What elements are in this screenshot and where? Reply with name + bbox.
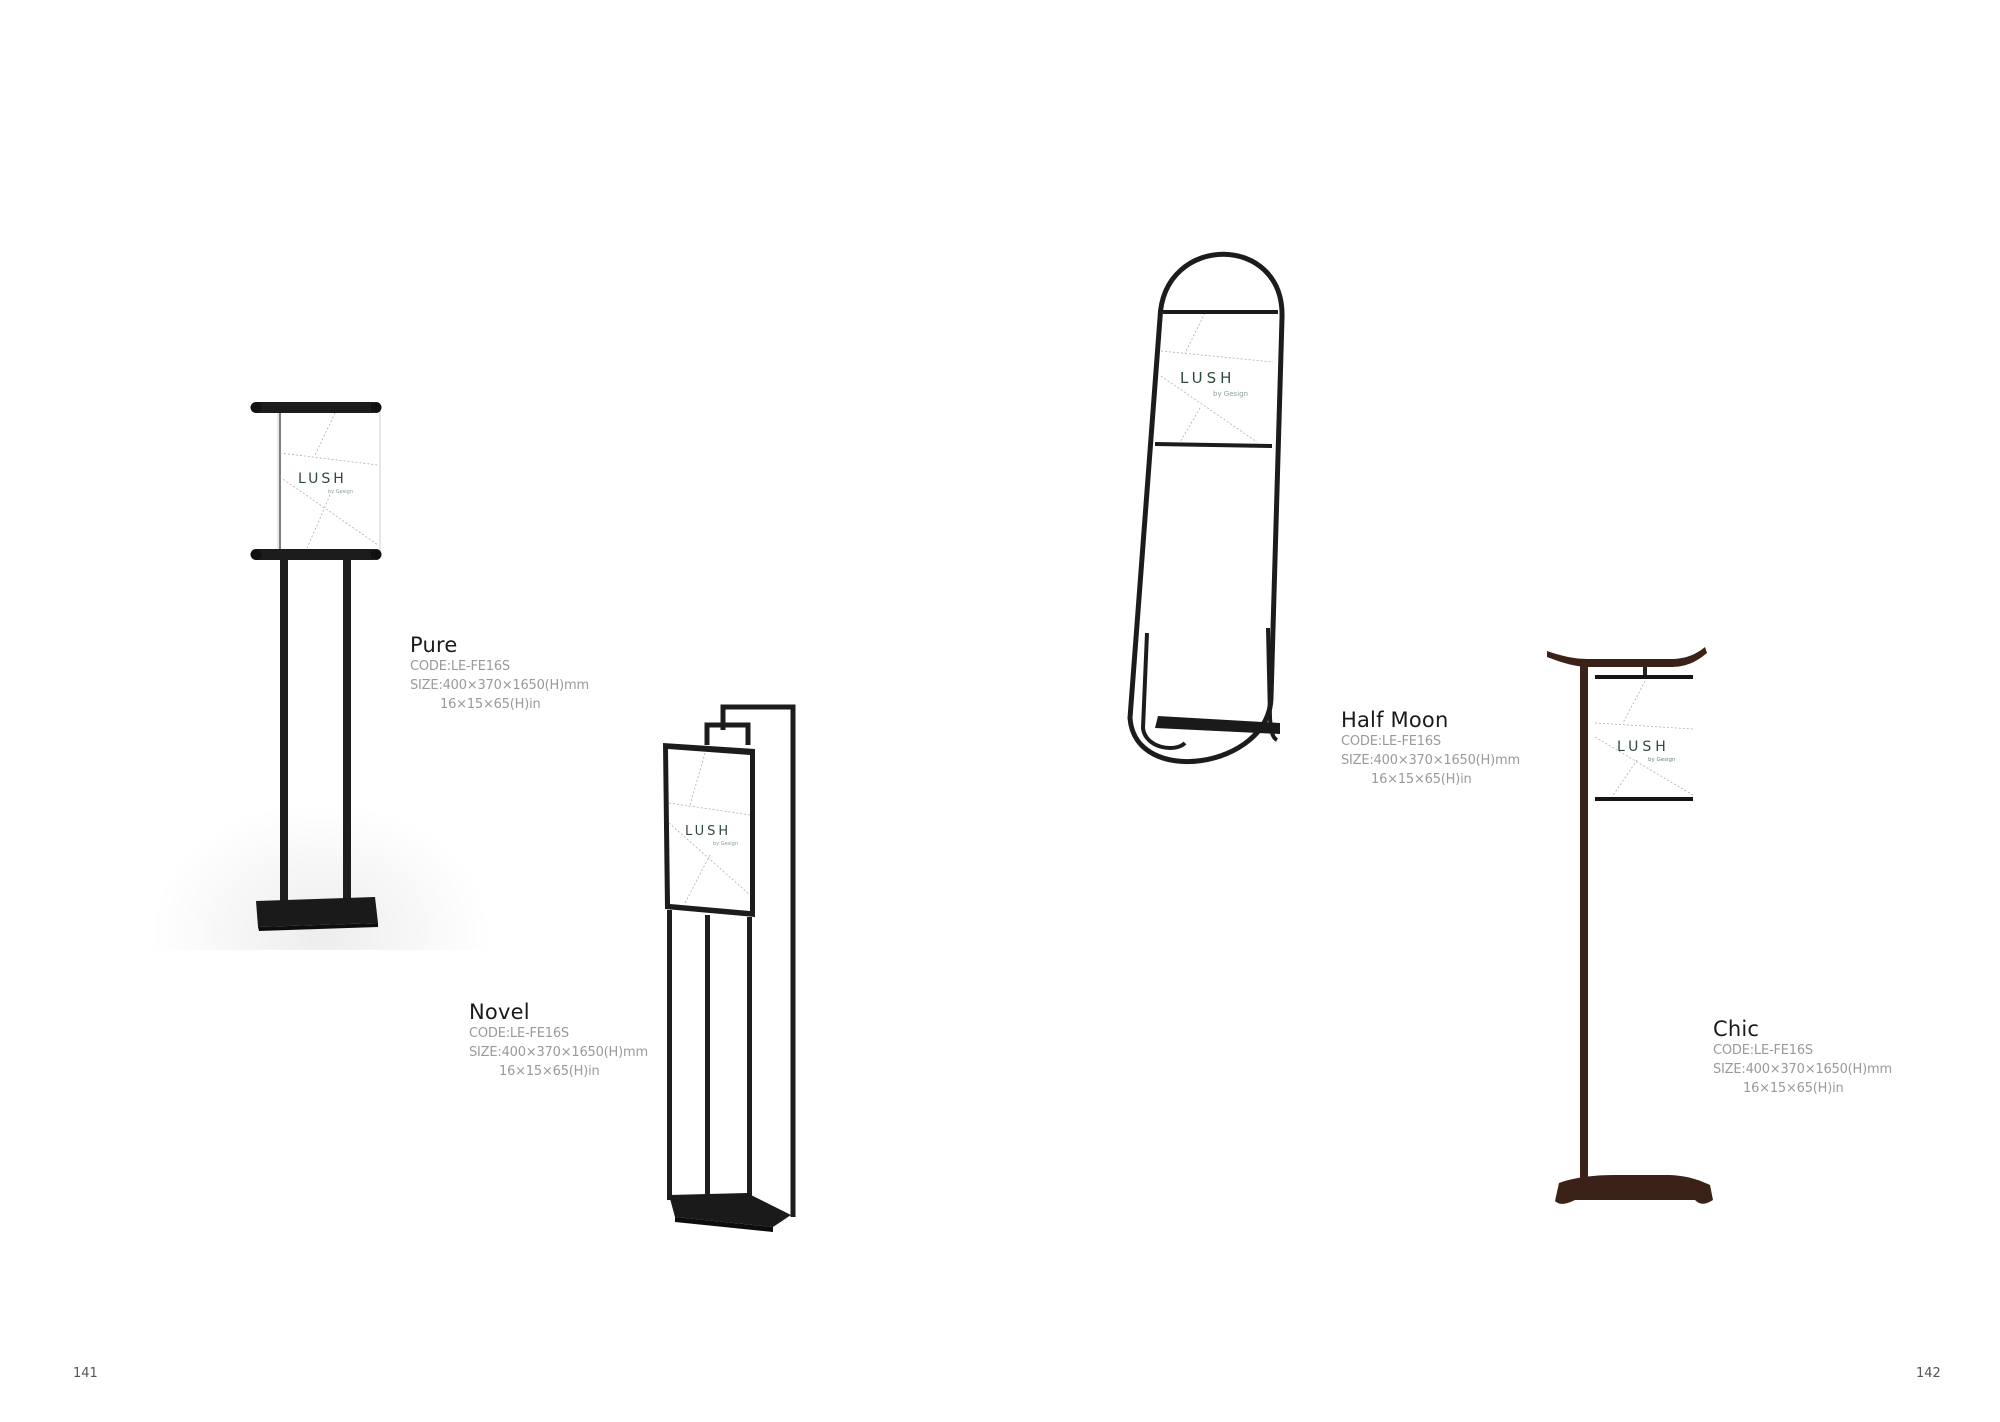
chic-info: Chic CODE:LE-FE16S SIZE:400×370×1650(H)m… xyxy=(1713,1017,1892,1098)
product-size-mm: SIZE:400×370×1650(H)mm xyxy=(1713,1062,1892,1077)
product-size-in: 16×15×65(H)in xyxy=(440,697,541,712)
product-name: Pure xyxy=(410,633,458,657)
product-size-mm: SIZE:400×370×1650(H)mm xyxy=(1341,753,1520,768)
chic-stand-image: LUSH by Gesign xyxy=(1545,645,1715,1215)
product-size-in: 16×15×65(H)in xyxy=(499,1064,600,1079)
chic-sign-sub: by Gesign xyxy=(1648,757,1676,763)
product-size-mm: SIZE:400×370×1650(H)mm xyxy=(410,678,589,693)
novel-sign-brand: LUSH xyxy=(685,824,731,839)
pure-sign-brand: LUSH xyxy=(298,471,347,487)
product-size-in: 16×15×65(H)in xyxy=(1743,1081,1844,1096)
half-moon-stand-image: LUSH by Gesign xyxy=(1125,248,1295,778)
product-name: Half Moon xyxy=(1341,708,1449,732)
product-code: CODE:LE-FE16S xyxy=(1713,1043,1813,1058)
product-code: CODE:LE-FE16S xyxy=(469,1026,569,1041)
pure-info: Pure CODE:LE-FE16S SIZE:400×370×1650(H)m… xyxy=(410,633,589,714)
half-moon-sign-brand: LUSH xyxy=(1180,369,1235,387)
product-code: CODE:LE-FE16S xyxy=(1341,734,1441,749)
page-number-right: 142 xyxy=(1916,1366,1941,1381)
product-name: Chic xyxy=(1713,1017,1760,1041)
novel-stand-image: LUSH by Gesign xyxy=(655,704,805,1235)
half-moon-sign-sub: by Gesign xyxy=(1213,390,1248,398)
product-size-mm: SIZE:400×370×1650(H)mm xyxy=(469,1045,648,1060)
pure-sign-sub: by Gesign xyxy=(328,489,353,495)
novel-sign-sub: by Gesign xyxy=(713,841,738,847)
page-number-left: 141 xyxy=(73,1366,98,1381)
product-name: Novel xyxy=(469,1000,530,1024)
novel-info: Novel CODE:LE-FE16S SIZE:400×370×1650(H)… xyxy=(469,1000,648,1081)
pure-stand-image: LUSH by Gesign xyxy=(250,395,410,940)
chic-sign-brand: LUSH xyxy=(1617,739,1670,755)
product-size-in: 16×15×65(H)in xyxy=(1371,772,1472,787)
product-code: CODE:LE-FE16S xyxy=(410,659,510,674)
half-moon-info: Half Moon CODE:LE-FE16S SIZE:400×370×165… xyxy=(1341,708,1520,789)
